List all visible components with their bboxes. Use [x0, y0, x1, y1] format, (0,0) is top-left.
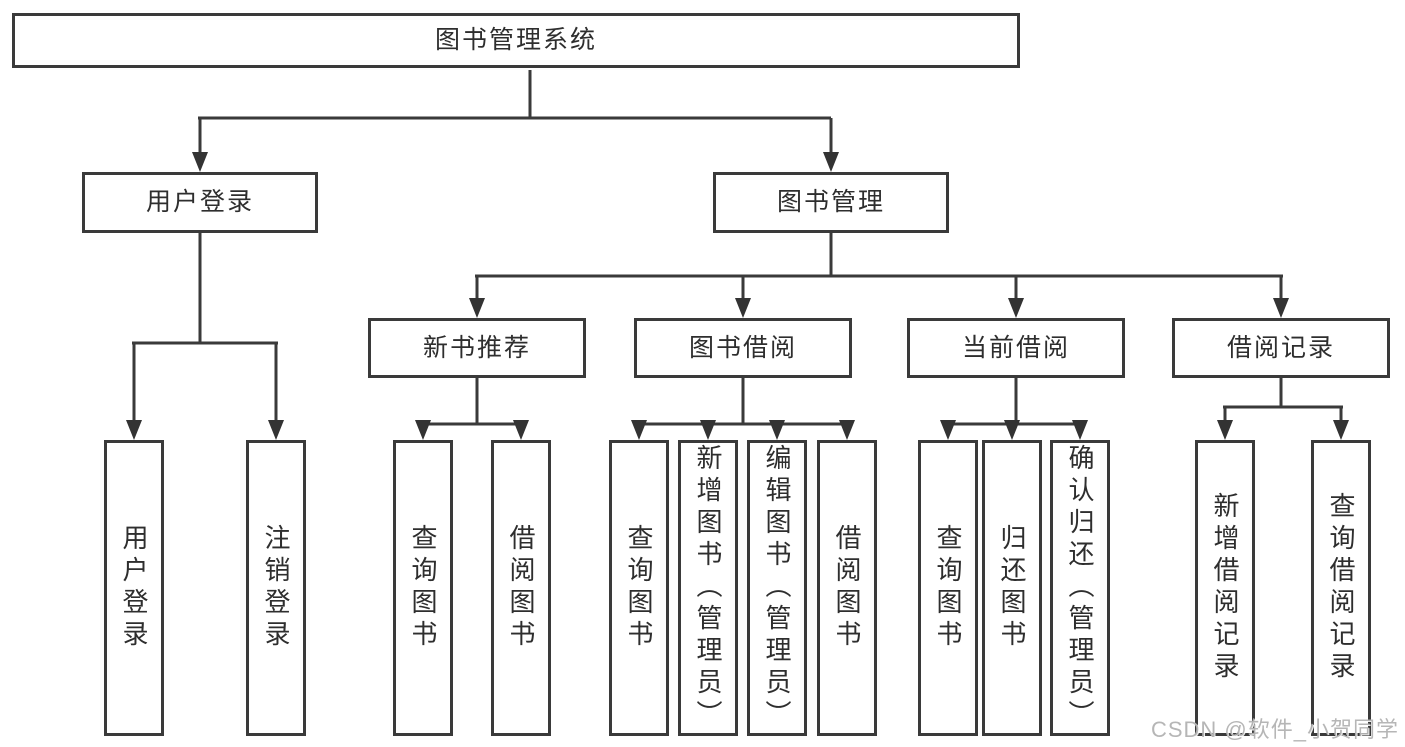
connector-root-to-level2 — [198, 70, 833, 156]
node-book-management: 图书管理 — [713, 172, 949, 233]
leaf-return-books-label: 归还图书 — [997, 524, 1027, 652]
connector-book-mgmt-to-level3 — [475, 233, 1283, 302]
connector-borrowing-records — [1223, 378, 1343, 424]
leaf-edit-books-admin-label: 编辑图书（管理员） — [762, 444, 792, 732]
leaf-confirm-return-admin-label: 确认归还（管理员） — [1065, 444, 1095, 732]
node-book-borrowing: 图书借阅 — [634, 318, 852, 378]
leaf-query-books-borrowing-label: 查询图书 — [624, 524, 654, 652]
leaf-user-login-label: 用户登录 — [119, 524, 149, 652]
node-current-borrowing: 当前借阅 — [907, 318, 1125, 378]
leaf-logout-label: 注销登录 — [261, 524, 291, 652]
leaf-query-books-current-label: 查询图书 — [933, 524, 963, 652]
leaf-query-books-recommend-label: 查询图书 — [408, 524, 438, 652]
leaf-query-borrow-record: 查询借阅记录 — [1311, 440, 1371, 736]
leaf-query-borrow-record-label: 查询借阅记录 — [1326, 492, 1356, 684]
leaf-query-books-current: 查询图书 — [918, 440, 978, 736]
node-user-login-label: 用户登录 — [145, 188, 254, 216]
node-book-management-label: 图书管理 — [776, 188, 885, 216]
leaf-return-books: 归还图书 — [982, 440, 1042, 736]
node-new-book-recommend-label: 新书推荐 — [422, 333, 531, 362]
leaf-user-login: 用户登录 — [104, 440, 164, 736]
node-book-borrowing-label: 图书借阅 — [688, 333, 797, 362]
leaf-logout: 注销登录 — [246, 440, 306, 736]
node-root: 图书管理系统 — [12, 13, 1020, 68]
leaf-confirm-return-admin: 确认归还（管理员） — [1050, 440, 1110, 736]
csdn-watermark: CSDN @软件_小贺同学 — [1150, 717, 1399, 742]
leaf-borrow-books-recommend: 借阅图书 — [491, 440, 551, 736]
connector-new-book-recommend — [421, 378, 523, 426]
connector-book-borrowing — [637, 378, 849, 426]
leaf-add-books-admin-label: 新增图书（管理员） — [693, 444, 723, 732]
leaf-query-books-recommend: 查询图书 — [393, 440, 453, 736]
leaf-borrow-books-recommend-label: 借阅图书 — [506, 524, 536, 652]
node-new-book-recommend: 新书推荐 — [368, 318, 586, 378]
node-current-borrowing-label: 当前借阅 — [961, 333, 1070, 362]
leaf-query-books-borrowing: 查询图书 — [609, 440, 669, 736]
leaf-add-books-admin: 新增图书（管理员） — [678, 440, 738, 736]
leaf-add-borrow-record: 新增借阅记录 — [1195, 440, 1255, 736]
connector-current-borrowing — [946, 378, 1082, 426]
node-borrowing-records-label: 借阅记录 — [1226, 333, 1335, 362]
leaf-borrow-books-borrowing-label: 借阅图书 — [832, 524, 862, 652]
node-user-login: 用户登录 — [82, 172, 318, 233]
node-borrowing-records: 借阅记录 — [1172, 318, 1390, 378]
leaf-edit-books-admin: 编辑图书（管理员） — [747, 440, 807, 736]
node-root-label: 图书管理系统 — [434, 26, 597, 54]
leaf-add-borrow-record-label: 新增借阅记录 — [1210, 492, 1240, 684]
connector-user-login-to-leaves — [132, 233, 278, 424]
leaf-borrow-books-borrowing: 借阅图书 — [817, 440, 877, 736]
